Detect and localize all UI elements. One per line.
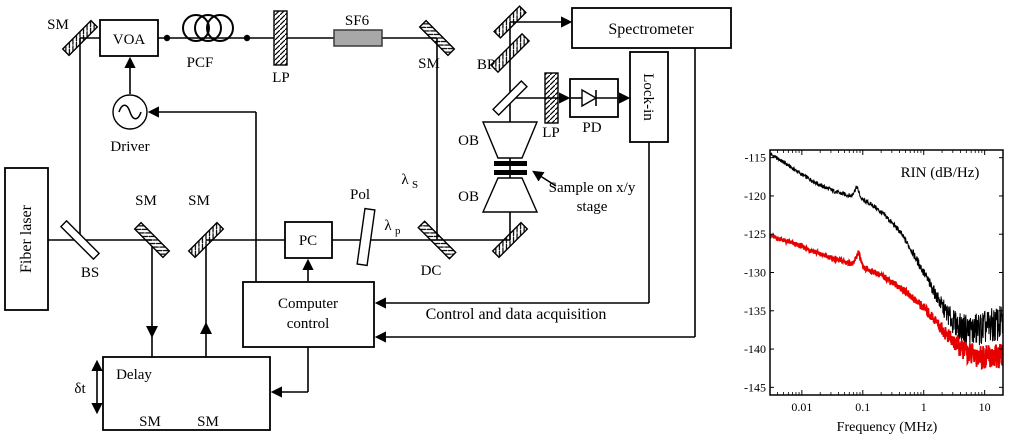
label-lockin: Lock-in — [640, 73, 656, 121]
label-bs: BS — [81, 265, 99, 281]
objective-top — [481, 121, 539, 159]
label-lp-top: LP — [272, 70, 290, 86]
mirror-sm-mid-1 — [133, 221, 171, 259]
label-bp: BP — [477, 57, 495, 73]
voa-box — [99, 19, 159, 57]
label-sample-line1: Sample on x/y — [549, 180, 636, 196]
rin-chart: -115 -120 -125 -130 -135 -140 -145 0.01 0.1 1 10 — [744, 149, 1004, 414]
label-delta-t: δt — [74, 381, 86, 397]
fiber-junction-dot — [243, 34, 251, 42]
label-lambda-p-sub: p — [395, 225, 401, 237]
label-sm-mid-1: SM — [135, 193, 157, 209]
sample-slide-top — [494, 161, 527, 166]
label-control-daq: Control and data acquisition — [426, 306, 607, 323]
pcf-coil-loop — [194, 14, 222, 42]
label-fiber-laser: Fiber laser — [18, 204, 35, 273]
y-tick-label: -145 — [744, 380, 766, 394]
label-sf6: SF6 — [345, 13, 370, 29]
label-ob-bottom: OB — [458, 189, 479, 205]
label-pd: PD — [582, 120, 601, 136]
delay-down-arrowhead — [146, 326, 158, 338]
label-spectrometer: Spectrometer — [608, 21, 694, 38]
label-computer-line1: Computer — [278, 296, 338, 312]
mirror-sm-top-left — [61, 19, 99, 57]
driver-sine-icon — [118, 104, 142, 120]
sf6-rod — [333, 29, 383, 47]
spectrometer-box — [571, 7, 732, 49]
label-sm-delay-2: SM — [197, 414, 219, 430]
label-delay: Delay — [116, 367, 152, 383]
delay-box — [102, 356, 271, 431]
photodiode-symbol — [571, 88, 617, 108]
detection-beamsplitter — [492, 80, 528, 116]
sample-pointer-arrow — [532, 170, 557, 187]
y-tick-label: -125 — [744, 227, 766, 241]
label-dc: DC — [421, 263, 442, 279]
lockin-box — [629, 51, 669, 143]
x-tick-label: 1 — [921, 400, 927, 414]
label-pcf: PCF — [187, 55, 214, 71]
pcf-coil-loop — [182, 14, 210, 42]
lp-filter-detection — [544, 72, 559, 124]
label-sm-top-mid: SM — [418, 56, 440, 72]
y-tick-label: -115 — [744, 151, 766, 165]
objective-bottom — [481, 177, 539, 213]
x-tick-label: 0.1 — [855, 400, 870, 414]
label-voa: VOA — [113, 32, 146, 48]
label-ob-top: OB — [458, 133, 479, 149]
label-pc: PC — [299, 233, 317, 249]
sample-slide-bottom — [494, 170, 527, 175]
y-tick-label: -130 — [744, 266, 766, 280]
bp-filter — [489, 32, 531, 74]
pc-box — [284, 221, 333, 259]
chart-title: RIN (dB/Hz) — [901, 165, 980, 181]
mirror-sm-mid-2 — [187, 221, 225, 259]
pcf-coil-loop — [206, 14, 234, 42]
fiber-junction-dot — [163, 34, 171, 42]
fiber-laser-box — [4, 167, 49, 311]
dichroic-dc — [417, 220, 457, 260]
mirror-top-right — [493, 5, 527, 39]
chart-xlabel: Frequency (MHz) — [837, 420, 938, 435]
x-tick-label: 0.01 — [791, 400, 812, 414]
label-lambda-p: λ — [384, 218, 392, 234]
x-tick-label: 10 — [979, 400, 991, 414]
beamsplitter-bs — [59, 219, 101, 261]
y-tick-label: -140 — [744, 342, 766, 356]
label-sample-line2: stage — [577, 199, 608, 215]
label-lp-detection: LP — [542, 125, 560, 141]
computer-control-box — [242, 281, 375, 348]
label-computer-line2: control — [287, 316, 330, 332]
mirror-after-dc — [491, 221, 529, 259]
label-sm-mid-2: SM — [188, 193, 210, 209]
lp-filter-top — [273, 10, 288, 66]
chart-curve-0 — [770, 152, 1003, 347]
y-tick-label: -135 — [744, 304, 766, 318]
label-lambda-s-sub: S — [412, 179, 418, 191]
label-driver: Driver — [110, 139, 149, 155]
y-tick-label: -120 — [744, 189, 766, 203]
delay-up-arrowhead — [200, 322, 212, 334]
label-sm-top-left: SM — [47, 17, 69, 33]
label-sm-delay-1: SM — [139, 414, 161, 430]
polarizer-pol — [356, 207, 376, 267]
label-lambda-s: λ — [401, 172, 409, 188]
chart-curve-1 — [770, 231, 1003, 371]
mirror-sm-top-mid — [418, 19, 456, 57]
label-pol: Pol — [350, 187, 370, 203]
